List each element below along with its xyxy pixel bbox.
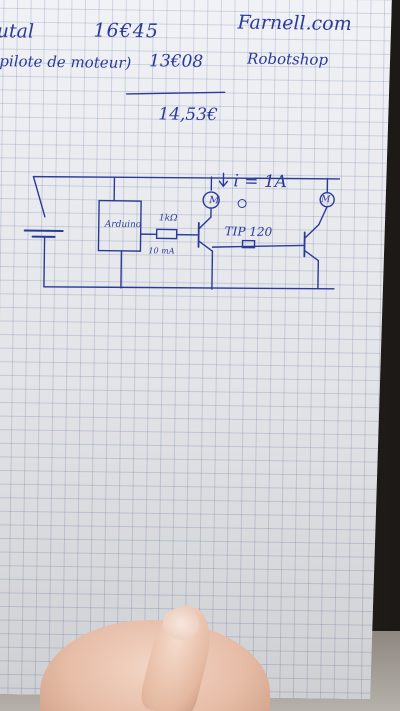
- current-base-label: 10 mA: [148, 246, 175, 256]
- transistor-label: TIP 120: [224, 224, 273, 239]
- motor2-label: M: [321, 194, 331, 205]
- total-underline: [127, 91, 225, 95]
- current-arrowhead: [219, 181, 227, 186]
- wire-to-transistor2: [212, 244, 304, 248]
- resistor-label: 1kΩ: [158, 213, 178, 224]
- arduino-label: Arduino: [104, 219, 142, 231]
- motor1-label: M: [209, 195, 220, 207]
- arduino-box: [98, 201, 141, 252]
- transistor2-emitter: [304, 250, 318, 260]
- arduino-ground: [121, 251, 122, 288]
- left-rail-top: [33, 177, 46, 217]
- resistor: [157, 229, 177, 238]
- transistor1-collector: [199, 217, 211, 229]
- battery-plate-long: [25, 231, 63, 232]
- notebook-page: eutal 16€45 Farnell.com 2 pilote de mote…: [0, 0, 392, 700]
- transistor1-to-ground: [212, 251, 213, 289]
- circuit-drawing: [0, 0, 390, 711]
- current-label: i = 1A: [233, 171, 288, 193]
- transistor1-emitter: [198, 241, 212, 251]
- transistor2-collector: [305, 224, 319, 238]
- resistor2: [242, 241, 254, 248]
- bottom-rail: [44, 285, 334, 291]
- left-rail-bottom: [44, 237, 45, 287]
- note-circle: [238, 199, 246, 207]
- motor2-bottom-wire: [319, 207, 327, 225]
- top-rail: [33, 175, 339, 181]
